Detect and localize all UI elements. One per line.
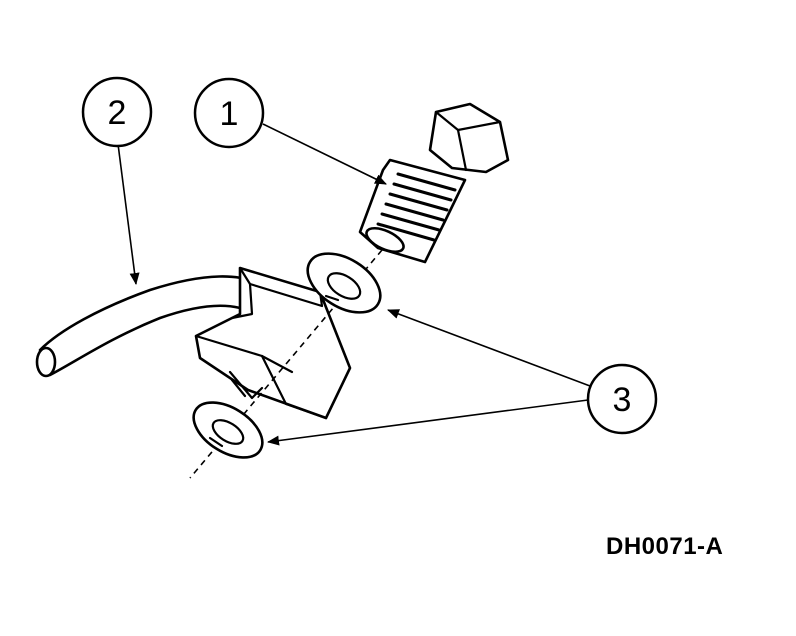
callout-3: 3 [586, 363, 658, 435]
callout-3-label: 3 [613, 381, 632, 419]
upper-washer [306, 252, 382, 314]
bolt [358, 102, 510, 264]
figure-code: DH0071-A [606, 533, 724, 560]
callout-2-label: 2 [108, 94, 127, 132]
leader-line-3b [267, 399, 589, 446]
clip-bracket [194, 266, 352, 420]
leader-line-2 [117, 143, 140, 285]
callout-1-label: 1 [220, 95, 239, 133]
lower-washer [192, 401, 264, 459]
leader-line-3a [387, 309, 591, 387]
leader-line-1 [262, 123, 387, 185]
callout-2: 2 [81, 76, 153, 148]
callout-1: 1 [193, 77, 265, 149]
